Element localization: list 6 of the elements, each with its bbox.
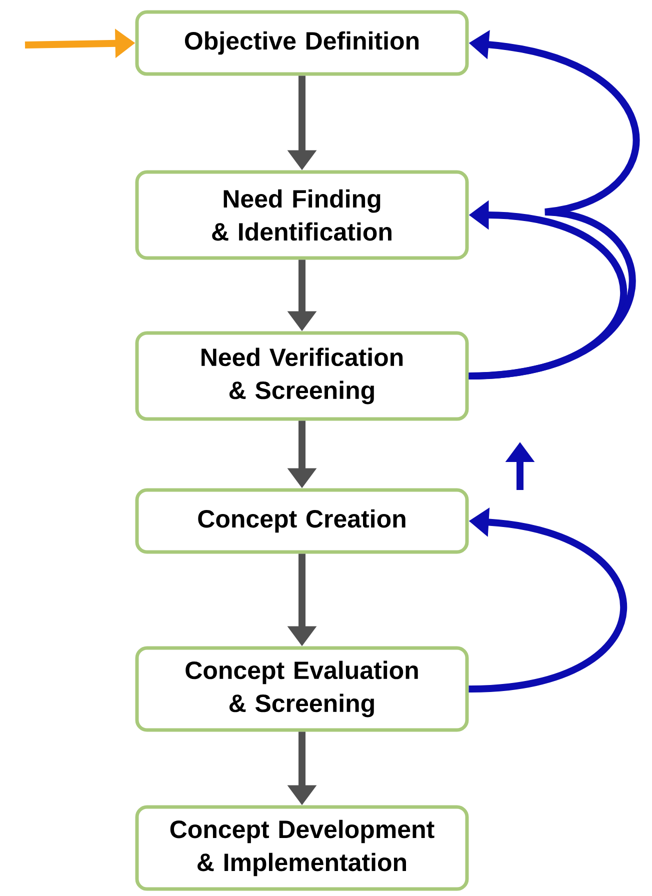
process-box: Objective Definition — [135, 10, 469, 76]
process-box: Need Finding & Identification — [135, 170, 469, 260]
process-box: Concept Development & Implementation — [135, 805, 469, 891]
process-box: Need Verification & Screening — [135, 331, 469, 421]
process-box: Concept Evaluation & Screening — [135, 646, 469, 732]
process-box: Concept Creation — [135, 488, 469, 554]
